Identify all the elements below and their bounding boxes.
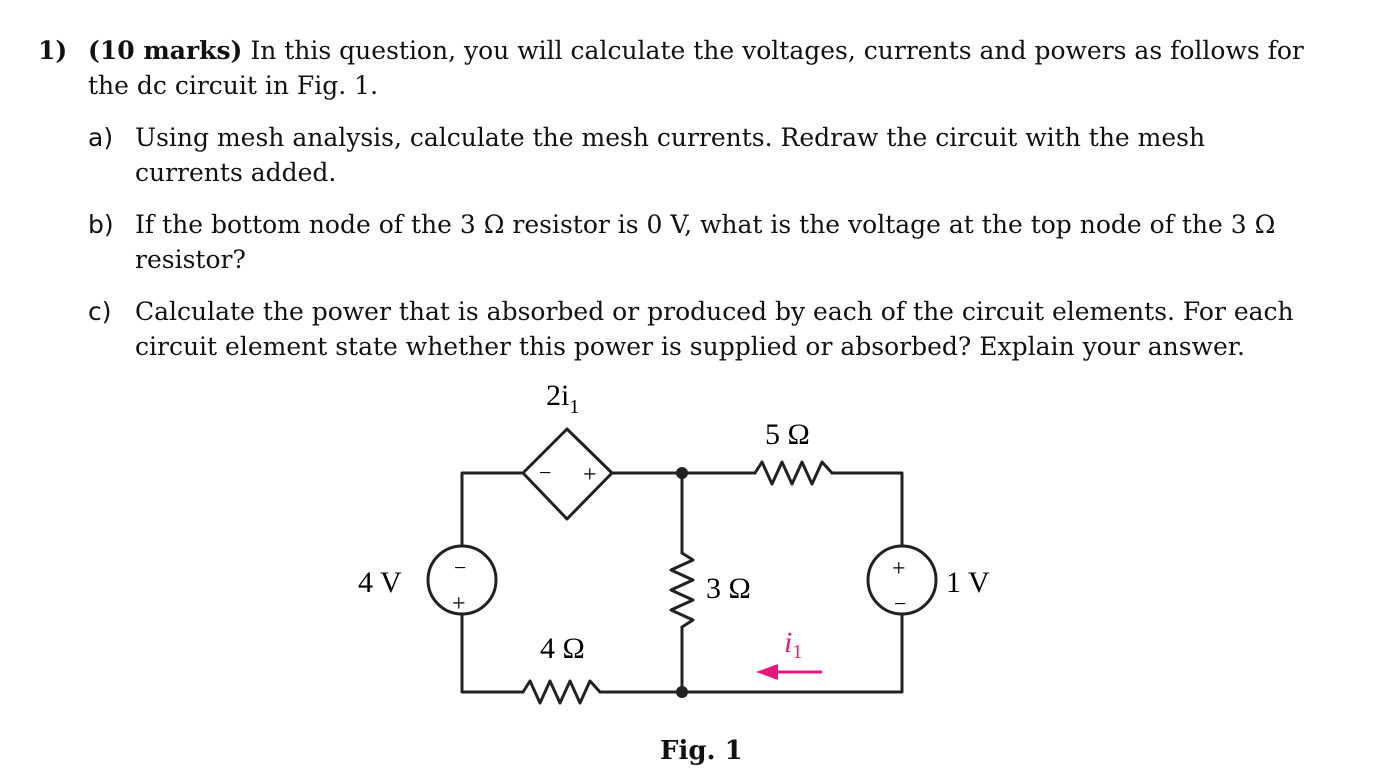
part-c-text-line2: circuit element state whether this power… bbox=[135, 332, 1245, 361]
part-b-text-line1: If the bottom node of the 3 Ω resistor i… bbox=[135, 210, 1276, 239]
source-1v-minus: − bbox=[894, 591, 906, 616]
resistor-5-ohm-label: 5 Ω bbox=[765, 418, 810, 451]
source-1v-circle bbox=[866, 544, 938, 616]
resistor-4-ohm bbox=[521, 679, 602, 705]
part-a-text-line1: Using mesh analysis, calculate the mesh … bbox=[135, 123, 1206, 152]
question-number-label: 1) bbox=[38, 36, 68, 65]
source-1v-label: 1 V bbox=[946, 566, 990, 599]
current-label: i1 bbox=[784, 626, 802, 663]
dependent-source-diamond bbox=[521, 427, 614, 521]
dependent-source-label: 2i1 bbox=[546, 379, 579, 418]
part-c-text-line1: Calculate the power that is absorbed or … bbox=[135, 297, 1294, 326]
source-4v-minus: − bbox=[454, 555, 466, 580]
source-4v-circle bbox=[426, 544, 498, 616]
part-a-text-line2: currents added. bbox=[135, 158, 337, 187]
node-bottom bbox=[676, 686, 688, 698]
part-a-label: a) bbox=[88, 123, 114, 152]
node-top bbox=[676, 467, 688, 479]
question-intro-line2: the dc circuit in Fig. 1. bbox=[88, 71, 379, 100]
part-b-text-line2: resistor? bbox=[135, 245, 246, 274]
resistor-3-ohm-label: 3 Ω bbox=[706, 572, 751, 605]
source-4v-plus: + bbox=[452, 591, 466, 617]
source-1v-plus: + bbox=[892, 556, 906, 582]
question-marks: (10 marks) bbox=[88, 36, 243, 65]
wire-left-bottom bbox=[460, 613, 525, 694]
wire-right-bottom bbox=[680, 613, 904, 694]
source-4v-label: 4 V bbox=[358, 566, 402, 599]
wire-top-right bbox=[830, 471, 904, 547]
resistor-5-ohm bbox=[753, 460, 834, 486]
question-intro-line1: (10 marks) In this question, you will ca… bbox=[88, 34, 1378, 68]
current-arrow bbox=[756, 664, 822, 680]
figure-caption: Fig. 1 bbox=[660, 736, 743, 766]
resistor-3-ohm bbox=[669, 551, 695, 629]
question-intro-text: In this question, you will calculate the… bbox=[242, 36, 1304, 65]
dependent-source-plus: + bbox=[583, 462, 597, 488]
dependent-source-minus: − bbox=[539, 460, 551, 485]
resistor-4-ohm-label: 4 Ω bbox=[540, 632, 585, 665]
part-b-label: b) bbox=[88, 210, 114, 239]
part-c-label: c) bbox=[88, 297, 112, 326]
wire-left-top bbox=[460, 471, 525, 547]
